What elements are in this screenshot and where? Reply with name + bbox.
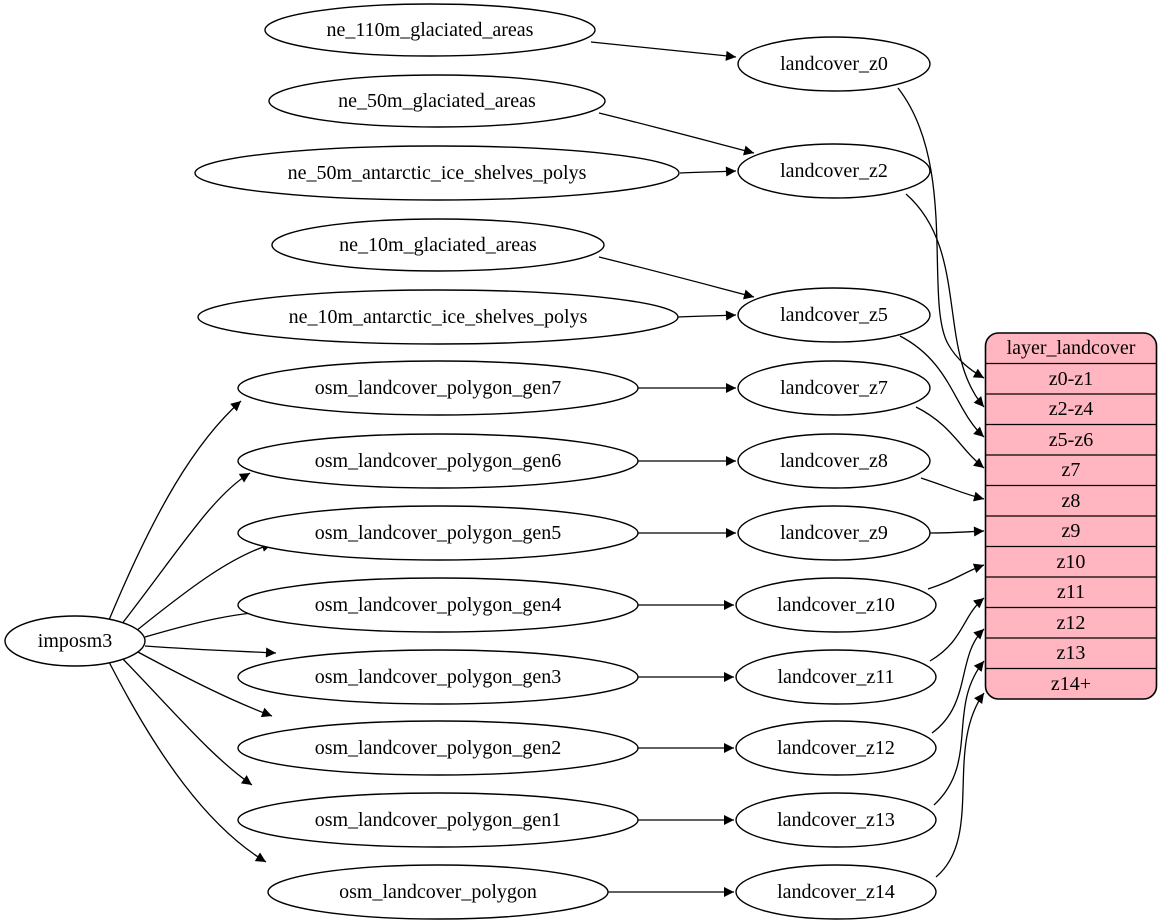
node-label: osm_landcover_polygon_gen5 (315, 522, 562, 544)
edge-ne10m-antarctic-to-z5 (677, 310, 737, 321)
node-landcover-z8: landcover_z8 (737, 433, 931, 489)
node-osm-landcover-polygon: osm_landcover_polygon (267, 864, 609, 920)
node-osm-landcover-polygon-gen4: osm_landcover_polygon_gen4 (237, 577, 639, 633)
record-title: layer_landcover (1007, 337, 1136, 359)
edge-imposm3-to-polygon (108, 661, 267, 863)
record-row-z10: z10 (1057, 551, 1086, 573)
node-landcover-z11: landcover_z11 (735, 649, 937, 705)
node-ne-10m-antarctic-ice-shelves-polys: ne_10m_antarctic_ice_shelves_polys (197, 289, 679, 345)
node-label: landcover_z10 (777, 594, 895, 616)
edge-ne50m-glaciated-to-z2 (598, 112, 755, 156)
node-landcover-z13: landcover_z13 (735, 792, 937, 848)
node-label: osm_landcover_polygon_gen7 (315, 377, 562, 399)
record-row-z7: z7 (1062, 459, 1081, 481)
node-osm-landcover-polygon-gen5: osm_landcover_polygon_gen5 (237, 505, 639, 561)
edge-imposm3-to-gen5 (135, 542, 273, 632)
edge-ne10m-glaciated-to-z5 (598, 256, 755, 300)
node-landcover-z10: landcover_z10 (735, 577, 937, 633)
edge-imposm3-to-gen6 (120, 472, 251, 626)
node-label: landcover_z11 (778, 666, 895, 688)
node-osm-landcover-polygon-gen6: osm_landcover_polygon_gen6 (237, 433, 639, 489)
node-label: osm_landcover_polygon_gen1 (315, 809, 562, 831)
edge-imposm3-to-gen3 (144, 645, 277, 658)
edge-z5-to-row-z5-z6 (899, 335, 985, 438)
node-landcover-z12: landcover_z12 (735, 720, 937, 776)
record-row-z11: z11 (1057, 581, 1085, 603)
node-ne-50m-antarctic-ice-shelves-polys: ne_50m_antarctic_ice_shelves_polys (194, 145, 680, 201)
node-label: ne_10m_glaciated_areas (339, 234, 537, 256)
node-landcover-z2: landcover_z2 (737, 143, 931, 199)
edge-imposm3-to-gen1 (120, 656, 253, 786)
record-row-z13: z13 (1057, 642, 1086, 664)
record-row-z8: z8 (1062, 490, 1081, 512)
edge-z12-to-row-z12 (931, 628, 985, 734)
node-label: landcover_z5 (780, 304, 888, 326)
node-label: landcover_z12 (777, 737, 895, 759)
node-label: ne_110m_glaciated_areas (327, 19, 534, 41)
node-label: osm_landcover_polygon_gen4 (315, 594, 562, 616)
node-label: osm_landcover_polygon_gen2 (315, 737, 562, 759)
node-landcover-z0: landcover_z0 (737, 36, 931, 92)
node-label: landcover_z14 (777, 881, 895, 903)
edge-ne110m-glaciated-to-z0 (590, 41, 737, 61)
node-label: landcover_z13 (777, 809, 895, 831)
edge-z10-to-row-z10 (927, 563, 985, 590)
node-ne-50m-glaciated-areas: ne_50m_glaciated_areas (268, 74, 606, 128)
edge-z9-to-row-z9 (929, 526, 985, 537)
record-row-z2-z4: z2-z4 (1049, 398, 1093, 420)
node-label: osm_landcover_polygon_gen3 (315, 666, 562, 688)
node-label: landcover_z7 (780, 377, 888, 399)
node-imposm3: imposm3 (4, 615, 146, 667)
edge-imposm3-to-gen7 (108, 400, 242, 621)
edge-imposm3-to-gen2 (135, 650, 273, 718)
record-row-z9: z9 (1062, 520, 1081, 542)
record-row-z5-z6: z5-z6 (1049, 429, 1093, 451)
node-osm-landcover-polygon-gen7: osm_landcover_polygon_gen7 (237, 360, 639, 416)
node-landcover-z7: landcover_z7 (737, 360, 931, 416)
record-row-z12: z12 (1057, 612, 1086, 634)
record-row-z0-z1: z0-z1 (1049, 368, 1093, 390)
node-label: landcover_z2 (780, 160, 888, 182)
node-layer-landcover: layer_landcover z0-z1 z2-z4 z5-z6 z7 z8 … (984, 332, 1158, 700)
node-landcover-z14: landcover_z14 (735, 864, 937, 920)
node-osm-landcover-polygon-gen1: osm_landcover_polygon_gen1 (237, 792, 639, 848)
node-label: ne_50m_glaciated_areas (338, 90, 536, 112)
edge-z14-to-row-z14plus (935, 692, 985, 878)
edge-z7-to-row-z7 (915, 406, 985, 469)
edge-ne50m-antarctic-to-z2 (679, 166, 737, 177)
node-ne-110m-glaciated-areas: ne_110m_glaciated_areas (264, 3, 596, 57)
node-ne-10m-glaciated-areas: ne_10m_glaciated_areas (271, 218, 605, 272)
node-label: ne_50m_antarctic_ice_shelves_polys (288, 162, 587, 184)
node-label: osm_landcover_polygon_gen6 (315, 450, 562, 472)
edge-z2-to-row-z2-z4 (905, 193, 985, 408)
node-label: landcover_z8 (780, 450, 888, 472)
node-label: imposm3 (38, 630, 112, 652)
edge-group (108, 41, 985, 897)
node-label: ne_10m_antarctic_ice_shelves_polys (289, 306, 588, 328)
node-landcover-z9: landcover_z9 (737, 505, 931, 561)
record-row-z14plus: z14+ (1051, 673, 1091, 695)
node-label: osm_landcover_polygon (339, 881, 537, 903)
node-label: landcover_z0 (780, 53, 888, 75)
node-osm-landcover-polygon-gen2: osm_landcover_polygon_gen2 (237, 720, 639, 776)
node-label: landcover_z9 (780, 522, 888, 544)
edge-z11-to-row-z11 (929, 597, 985, 662)
node-landcover-z5: landcover_z5 (737, 287, 931, 343)
edge-z0-to-row-z0-z1 (897, 87, 985, 379)
edge-z8-to-row-z8 (920, 477, 985, 502)
node-osm-landcover-polygon-gen3: osm_landcover_polygon_gen3 (237, 649, 639, 705)
edge-z13-to-row-z13 (933, 660, 985, 806)
